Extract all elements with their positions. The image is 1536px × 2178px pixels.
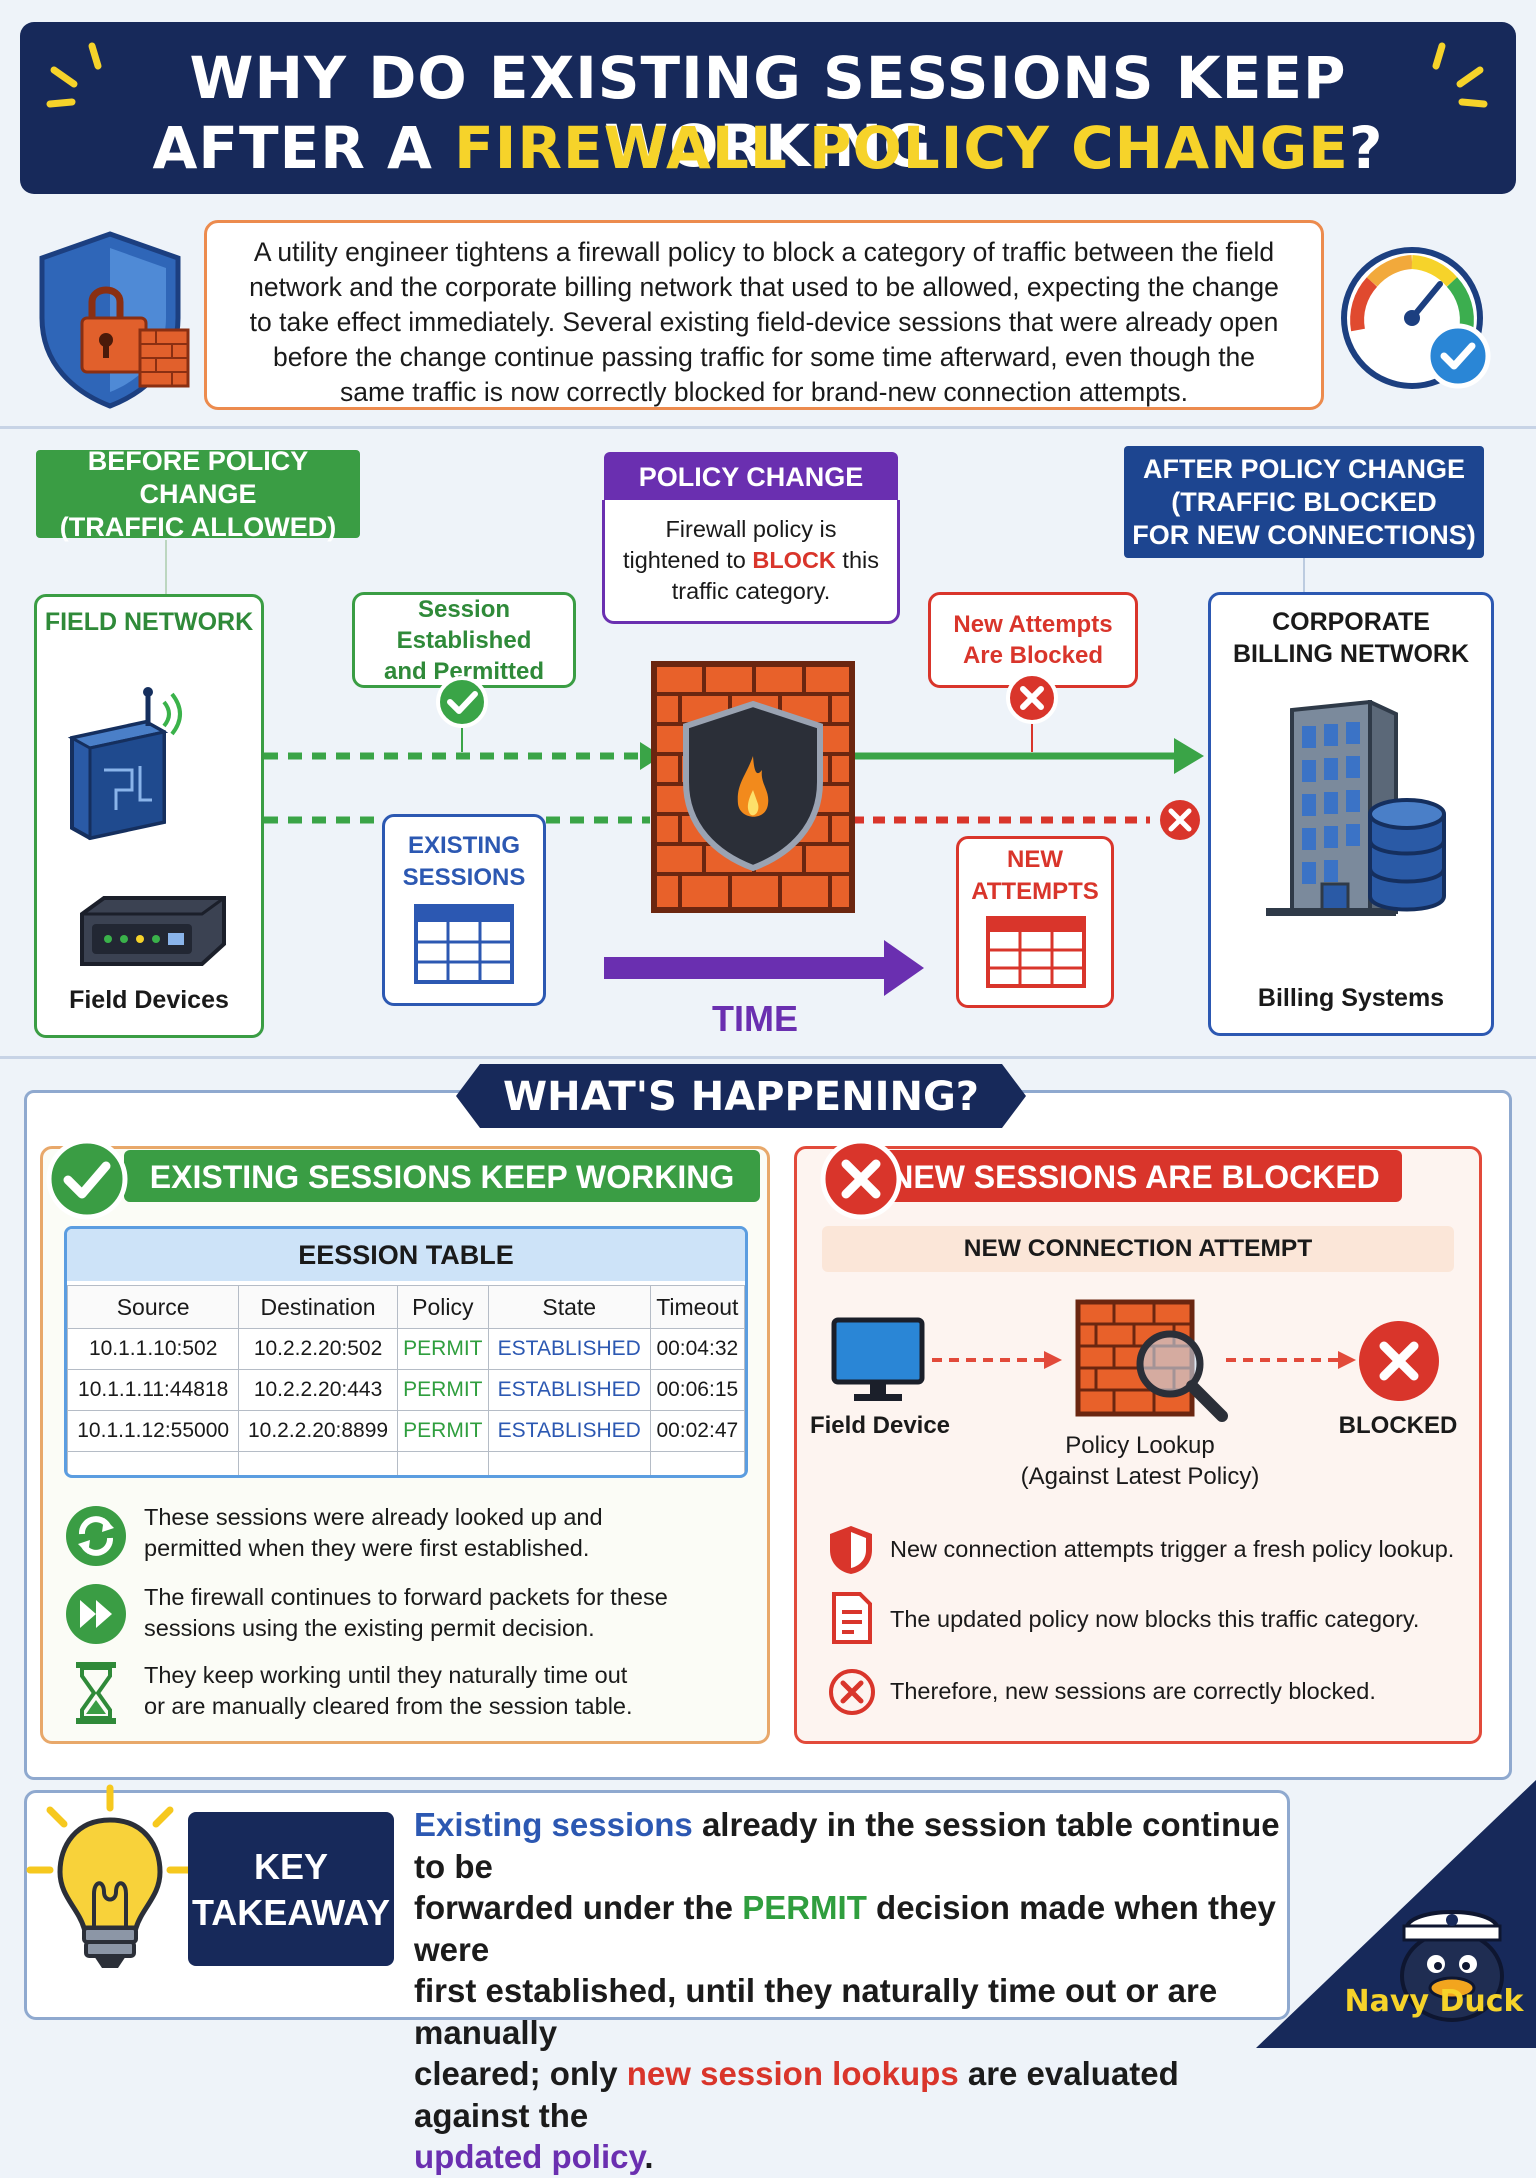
- check-circle-icon: [436, 676, 488, 728]
- brand-name: Navy Duck: [1344, 1984, 1524, 2019]
- shield-icon: [830, 1526, 872, 1574]
- shield-lock-icon: [39, 231, 190, 409]
- intro-text: A utility engineer tightens a firewall p…: [204, 220, 1324, 410]
- key-takeaway-label-box: [188, 1812, 394, 1966]
- field-devices-label: Field Devices: [69, 986, 229, 1014]
- policy-change-description: Firewall policy is tightened to BLOCK th…: [602, 500, 900, 624]
- bullet-correctly-blocked: Therefore, new sessions are correctly bl…: [890, 1678, 1376, 1704]
- hourglass-icon: [76, 1662, 116, 1724]
- policy-lookup-firewall-icon: [1075, 1299, 1228, 1422]
- x-circle-icon: [1359, 1321, 1439, 1401]
- policy-lookup-label: Policy Lookup(Against Latest Policy): [1020, 1432, 1260, 1490]
- blocked-label: BLOCKED: [1338, 1412, 1458, 1439]
- bullet-already-looked-up: These sessions were already looked up an…: [144, 1504, 603, 1561]
- col-destination: Destination: [238, 1285, 398, 1329]
- dashed-arrow: [1226, 1351, 1356, 1369]
- session-table-title: EESSION TABLE: [67, 1229, 745, 1281]
- policy-change-banner: POLICY CHANGE: [604, 452, 898, 502]
- monitor-icon: [831, 1317, 925, 1401]
- bullet-continues-forwarding: The firewall continues to forward packet…: [144, 1584, 668, 1641]
- fast-forward-icon: [66, 1584, 126, 1644]
- field-device-router-icon: [80, 896, 226, 966]
- new-connection-subheading: NEW CONNECTION ATTEMPT: [963, 1235, 1313, 1262]
- title-line-2: AFTER A FIREWALL POLICY CHANGE?: [152, 114, 1384, 182]
- section-divider: [0, 1056, 1536, 1059]
- refresh-icon: [66, 1506, 126, 1566]
- field-network-label: FIELD NETWORK: [44, 608, 254, 636]
- lightbulb-icon: [26, 1784, 194, 1968]
- x-circle-icon: [820, 1138, 902, 1220]
- bullet-time-out: They keep working until they naturally t…: [144, 1662, 633, 1719]
- x-circle-icon: [829, 1669, 875, 1715]
- col-source: Source: [67, 1285, 240, 1329]
- x-circle-icon: [1006, 672, 1058, 724]
- bullet-updated-policy: The updated policy now blocks this traff…: [890, 1606, 1420, 1632]
- field-device-label: Field Device: [809, 1412, 951, 1439]
- billing-systems-label: Billing Systems: [1257, 984, 1445, 1012]
- connector-line: [1303, 556, 1305, 596]
- office-building-icon: [1266, 700, 1446, 916]
- firewall-icon: [651, 661, 855, 913]
- whats-happening-ribbon: [456, 1064, 1026, 1128]
- col-state: State: [487, 1285, 651, 1329]
- bullet-fresh-lookup: New connection attempts trigger a fresh …: [890, 1536, 1455, 1562]
- title-line-1: WHY DO EXISTING SESSIONS KEEP WORKING: [189, 44, 1347, 180]
- existing-sessions-heading: EXISTING SESSIONS KEEP WORKING: [149, 1159, 735, 1195]
- table-icon: [414, 904, 514, 984]
- table-row: ...............: [67, 1451, 745, 1475]
- col-policy: Policy: [396, 1285, 489, 1329]
- whats-happening-title: WHAT'S HAPPENING?: [503, 1074, 979, 1120]
- new-sessions-heading-bar: [868, 1150, 1402, 1202]
- time-label: TIME: [712, 998, 798, 1039]
- gauge-check-icon: [1341, 247, 1491, 389]
- spark-right-icon: [1432, 42, 1488, 108]
- dashed-arrow: [932, 1351, 1062, 1369]
- spark-left-icon: [46, 42, 102, 108]
- check-circle-icon: [46, 1138, 128, 1220]
- session-table: Source Destination Policy State Timeout …: [67, 1285, 745, 1475]
- brand-corner: [1256, 1780, 1536, 2048]
- before-policy-banner: BEFORE POLICY CHANGE(TRAFFIC ALLOWED): [36, 446, 360, 542]
- table-icon: [986, 916, 1086, 988]
- session-table-card: EESSION TABLE Source Destination Policy …: [64, 1226, 748, 1478]
- section-divider: [0, 426, 1536, 429]
- new-sessions-heading: NEW SESSIONS ARE BLOCKED: [890, 1159, 1380, 1195]
- key-takeaway-text: Existing sessions already in the session…: [414, 1806, 1280, 2175]
- connector-line: [165, 540, 167, 596]
- document-icon: [832, 1592, 872, 1644]
- col-timeout: Timeout: [649, 1285, 745, 1329]
- flow-lines: [264, 692, 1204, 996]
- new-connection-subheading-bar: [822, 1226, 1454, 1272]
- title-banner: WHY DO EXISTING SESSIONS KEEP WORKING AF…: [20, 22, 1516, 194]
- field-device-radio-icon: [67, 687, 182, 841]
- existing-sessions-heading-bar: [124, 1150, 760, 1202]
